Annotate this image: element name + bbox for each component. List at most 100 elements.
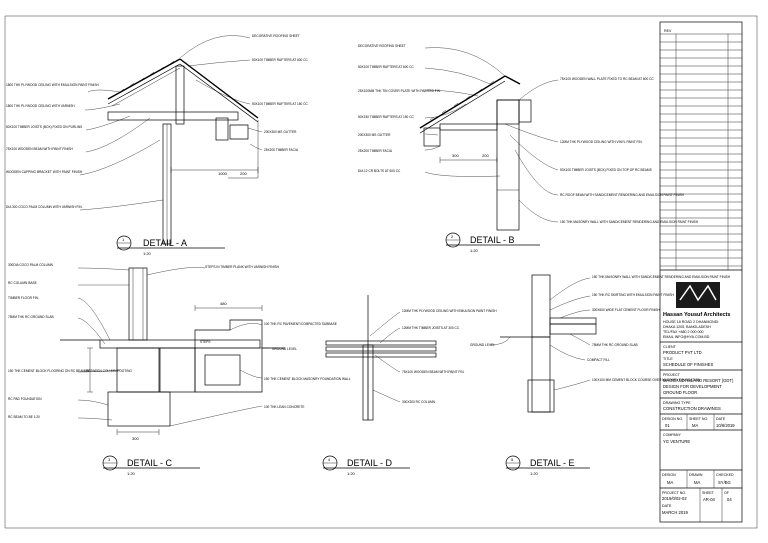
detail-e-note-slab: 75MM THK RC GROUND SLAB [592,343,638,347]
detail-e-note-skirting: 150 THK RC SKIRTING WITH EMULSION PAINT … [592,293,674,297]
detail-b-note-masonry: 150 THK MASONRY WALL WITH SAND/CEMENT RE… [560,220,699,224]
detail-d-title: DETAIL - D [347,458,393,468]
client-value: PRODUCT PVT LTD [663,350,702,355]
detail-a-note-gutter: 200X300 MS GUTTER [264,130,297,134]
field2-1-label: SHEET NO. [689,417,708,421]
detail-b-note-facia: 25X200 TIMBER FACIA [358,149,393,153]
detail-c-note-rcbeam: RC BEAM TO BE 1:20 [8,415,40,419]
detail-c-note-foundation-wall: 150 THK CEMENT BLOCK MASONRY FOUNDATION … [264,377,351,381]
detail-c-dim-3: 150 [84,368,91,373]
date-label: DATE [662,504,672,508]
detail-e-note-floor: 300X600 WIDE FLAT CEMENT FLOOR FINISH [592,308,661,312]
detail-b-note-bolts: DIA 12 CR BOLTS AT 600 CC [358,169,401,173]
project-label: PROJECT [663,373,681,377]
detail-a-title: DETAIL - A [143,238,187,248]
detail-c-note-base: RC COLUMN BASE [8,281,37,285]
detail-c-dim-2: 300 [132,436,139,441]
detail-c-dim-1: 480 [220,301,227,306]
field-2-value: SY/BG [718,480,731,485]
detail-b-note-wall-plate: 75X100 WOODEN WALL PLATE FIXED TO RC BEA… [560,77,654,81]
client-label: CLIENT [663,345,677,349]
detail-e: 150 THK MASONRY WALL WITH SAND/CEMENT RE… [470,274,731,476]
detail-c-scale: 1:20 [127,471,136,476]
detail-a-dim-1: 1000 [218,171,228,176]
detail-e-note-block: 100X100 MM CEMENT BLOCK COURSE OVER MASO… [592,378,701,382]
bottom-1-value: AR-04 [703,497,716,502]
detail-b-note-rafters-600: 50X100 TIMBER RAFTERS AT 600 CC [358,65,414,69]
detail-d-note-beam: 75X100 WOODEN BEAM WITH PAINT FIN. [402,370,465,374]
detail-e-note-ground: GROUND LEVEL [470,343,495,347]
detail-b-number: 2 [451,234,454,239]
detail-b-scale: 1:20 [470,248,479,253]
detail-e-number: 5 [511,457,514,462]
field2-0-value: 01 [665,423,670,428]
project-line-2: DESIGN FOR DEVELOPMENT [663,384,722,389]
bottom-1-label: SHEET [702,491,715,495]
field2-2-label: DATE [716,417,726,421]
detail-c-number: 3 [108,457,111,462]
field-0-label: DESIGN [662,473,676,477]
detail-e-note-fill: COMPACT FILL [587,358,610,362]
detail-b-note-roofing: DECORATIVE ROOFING SHEET [358,44,406,48]
firm-address-4: EMAIL INFO@HYA.COM.BD [663,335,710,339]
detail-c-note-flooring: 150 THK CEMENT BLOCK FLOORING ON RC BEAM… [8,369,132,373]
detail-a-note-bracket: WOODEN CAPPING BRACKET WITH PAINT FINISH [6,170,83,174]
revision-header: REV [664,29,672,33]
title-value: SCHEDULE OF FINISHES [663,362,713,367]
field-1-value: MA [694,480,700,485]
company-label: COMPANY [663,433,682,437]
detail-b-note-roof-beam: RC ROOF BEAM WITH SAND/CEMENT RENDERING … [560,193,685,197]
detail-d-number: 4 [328,457,331,462]
title-label: TITLE [663,357,673,361]
detail-a-dim-2: 200 [240,171,247,176]
detail-a-note-rafters-150: 50X100 TIMBER RAFTERS AT 150 CC [252,102,308,106]
detail-a-note-column: DIA 300 COCO PALM COLUMN WITH VARNISH FI… [6,205,83,209]
firm-address-3: TEL/FAX +880 2 000 000 [663,330,703,334]
revision-rows [660,41,742,267]
detail-b-note-cover-plate: 25X100MM THK TIN COVER PLATE WITH PAINTE… [358,89,441,93]
detail-d-note-joists: 12MM THK TIMBER JOISTS AT 300 CC [402,326,460,330]
detail-c-steps-label: STEPS [200,340,210,344]
detail-b-dim-1: 300 [452,153,459,158]
detail-b-title: DETAIL - B [470,235,515,245]
detail-a-note-ceiling-1: 1800 THK PLYWOOD CEILING WITH EMULSION P… [6,83,99,87]
bottom-0-label: PROJECT NO. [662,491,686,495]
detail-a-note-ceiling-2: 1800 THK PLYWOOD CEILING WITH VARNISH [6,104,75,108]
detail-b: 300 200 DECORATIVE ROOFING SHEET 50X100 … [358,44,699,253]
detail-c-note-ground: GROUND LEVEL [272,347,297,351]
field-2-label: CHECKED [716,473,734,477]
detail-a-note-facia: 25X200 TIMBER FACIA [264,148,299,152]
detail-a-note-beam: 75X100 WOODEN BEAM WITH PAINT FINISH [6,147,74,151]
detail-c-note-slab: 75MM THK RC GROUND SLAB [8,315,54,319]
detail-b-dim-2: 200 [482,153,489,158]
detail-d-scale: 1:20 [347,471,356,476]
detail-b-note-ceiling: 12MM THK PLYWOOD CEILING WITH VINYL PAIN… [560,140,643,144]
detail-e-title: DETAIL - E [530,458,575,468]
detail-e-scale: 1:20 [530,471,539,476]
bottom-0-value: 2019/0/02-02 [662,496,687,501]
project-line-3: GROUND FLOOR [663,390,697,395]
project-line-1: MAGGANDI ISLAND RESORT (GDT) [663,378,734,383]
detail-c-note-lean: 100 THK LEAN CONCRETE [264,405,305,409]
detail-c-title: DETAIL - C [127,458,173,468]
detail-a-number: 1 [122,237,125,242]
detail-d-note-column: 300X300 RC COLUMN [402,400,436,404]
detail-a-note-joists: 50X100 TIMBER JOISTS (BOX) FIXED ON PURL… [6,125,82,129]
detail-e-note-masonry: 150 THK MASONRY WALL WITH SAND/CEMENT RE… [592,275,731,279]
detail-a-scale: 1:20 [143,251,152,256]
detail-d-note-ceiling: 12MM THK PLYWOOD CEILING WITH EMULSION P… [402,309,497,313]
company-value: YG VENTURE [663,439,690,444]
field-1-label: DRAWN [689,473,703,477]
detail-c-note-palm: 300DIA COCO PALM COLUMN [8,263,54,267]
detail-b-note-joists: 50X100 TIMBER JOISTS (BOX) FIXED ON TOP … [560,168,652,172]
field2-1-value: MA [692,423,698,428]
field2-0-label: DESIGN NO. [662,417,683,421]
firm-address-1: HOUSE 18 ROAD 2 DHANMONDI [663,320,718,324]
firm-address-2: DHAKA 1205, BANGLADESH [663,325,711,329]
detail-b-note-rafters-150: 50X150 TIMBER RAFTERS AT 150 CC [358,115,414,119]
sheet-border [4,15,758,529]
detail-d: 12MM THK PLYWOOD CEILING WITH EMULSION P… [322,295,497,476]
drawing-type-value: CONSTRUCTION DRAWINGS [663,406,721,411]
